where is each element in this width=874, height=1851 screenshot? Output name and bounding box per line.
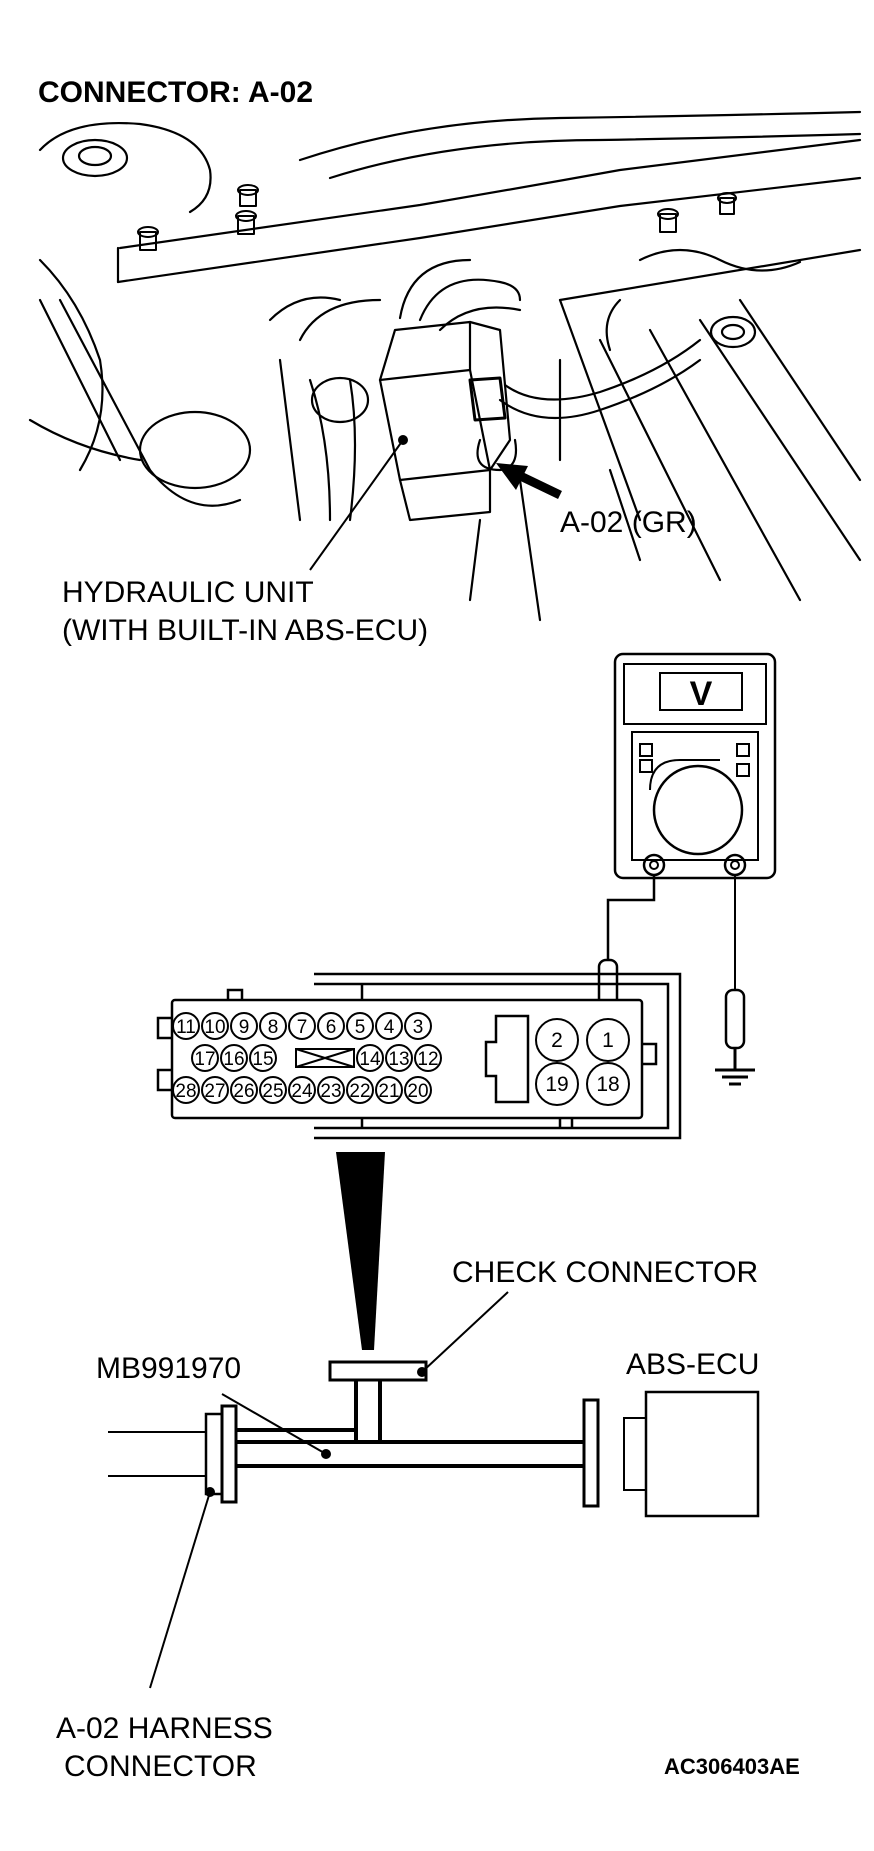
pin-label: 12 [417, 1049, 438, 1070]
pin-label: 1 [602, 1029, 614, 1052]
harness-schematic [108, 1360, 760, 1518]
pin-label: 5 [355, 1017, 366, 1038]
pin-label: 26 [233, 1081, 254, 1102]
pin-label: 14 [359, 1049, 381, 1070]
pin-label: 27 [204, 1081, 225, 1102]
pin-label: 24 [291, 1081, 313, 1102]
connector-arrow-icon [496, 463, 562, 500]
pin-label: 7 [297, 1017, 308, 1038]
schematic-leaders [149, 1291, 509, 1689]
pin-label: 23 [320, 1081, 341, 1102]
page-title: CONNECTOR: A-02 [38, 76, 313, 109]
bolt-icon [137, 184, 737, 251]
check-connector-label: CHECK CONNECTOR [452, 1256, 758, 1289]
figure-code: AC306403AE [664, 1754, 800, 1779]
ground-icon [715, 1068, 755, 1086]
hydraulic-unit-label: HYDRAULIC UNIT [62, 576, 314, 609]
pin-label: 10 [204, 1017, 225, 1038]
pin-label: 22 [349, 1081, 370, 1102]
voltmeter-symbol: V [690, 675, 713, 713]
harness-connector-sublabel: CONNECTOR [64, 1750, 257, 1783]
pin-label: 17 [194, 1049, 215, 1070]
pin-label: 21 [378, 1081, 399, 1102]
abs-ecu-label: ABS-ECU [626, 1348, 759, 1381]
pin-label: 2 [551, 1029, 563, 1052]
detail-callout-wedge [336, 1152, 385, 1350]
pin-label: 3 [413, 1017, 424, 1038]
voltmeter [613, 652, 777, 880]
pin-label: 11 [176, 1017, 196, 1038]
pin-label: 20 [407, 1081, 428, 1102]
pin-label: 19 [545, 1073, 568, 1096]
pin-row-2: 17 16 15 14 13 12 [191, 1044, 442, 1072]
harness-connector-label: A-02 HARNESS [56, 1712, 273, 1745]
pin-label: 6 [326, 1017, 337, 1038]
engine-bay-illustration [28, 110, 862, 622]
hydraulic-unit-leader [309, 435, 408, 571]
probe-icon [724, 988, 746, 1050]
pin-label: 4 [384, 1017, 395, 1038]
pin-label: 25 [262, 1081, 283, 1102]
large-pins: 2 1 19 18 [535, 1018, 630, 1106]
hydraulic-unit-sublabel: (WITH BUILT-IN ABS-ECU) [62, 614, 428, 647]
pin-row-1: 11 10 9 8 7 6 5 4 3 [172, 1012, 432, 1040]
connector-id-label: A-02 (GR) [560, 506, 697, 539]
pin-label: 16 [223, 1049, 244, 1070]
pin-label: 28 [175, 1081, 196, 1102]
pin-label: 9 [239, 1017, 250, 1038]
pin-row-3: 28 27 26 25 24 23 22 21 20 [172, 1076, 432, 1104]
pin-label: 18 [596, 1073, 619, 1096]
pin-label: 13 [388, 1049, 409, 1070]
pin-label: 8 [268, 1017, 279, 1038]
pin-label: 15 [252, 1049, 273, 1070]
tool-number-label: MB991970 [96, 1352, 241, 1385]
